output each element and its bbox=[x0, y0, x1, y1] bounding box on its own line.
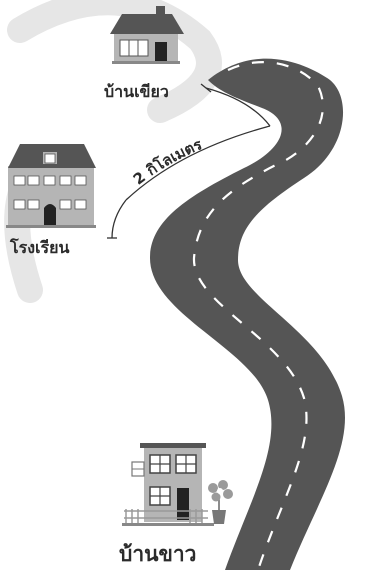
potted-flower-icon bbox=[208, 480, 233, 524]
school-label: โรงเรียน bbox=[10, 236, 69, 261]
white-house-label: บ้านขาว bbox=[119, 538, 196, 571]
distance-label: 2 กิโลเมตร bbox=[130, 135, 206, 189]
school-building-icon bbox=[6, 144, 96, 228]
green-house-label: บ้านเขียว bbox=[104, 80, 169, 105]
two-story-house-icon bbox=[122, 443, 214, 526]
